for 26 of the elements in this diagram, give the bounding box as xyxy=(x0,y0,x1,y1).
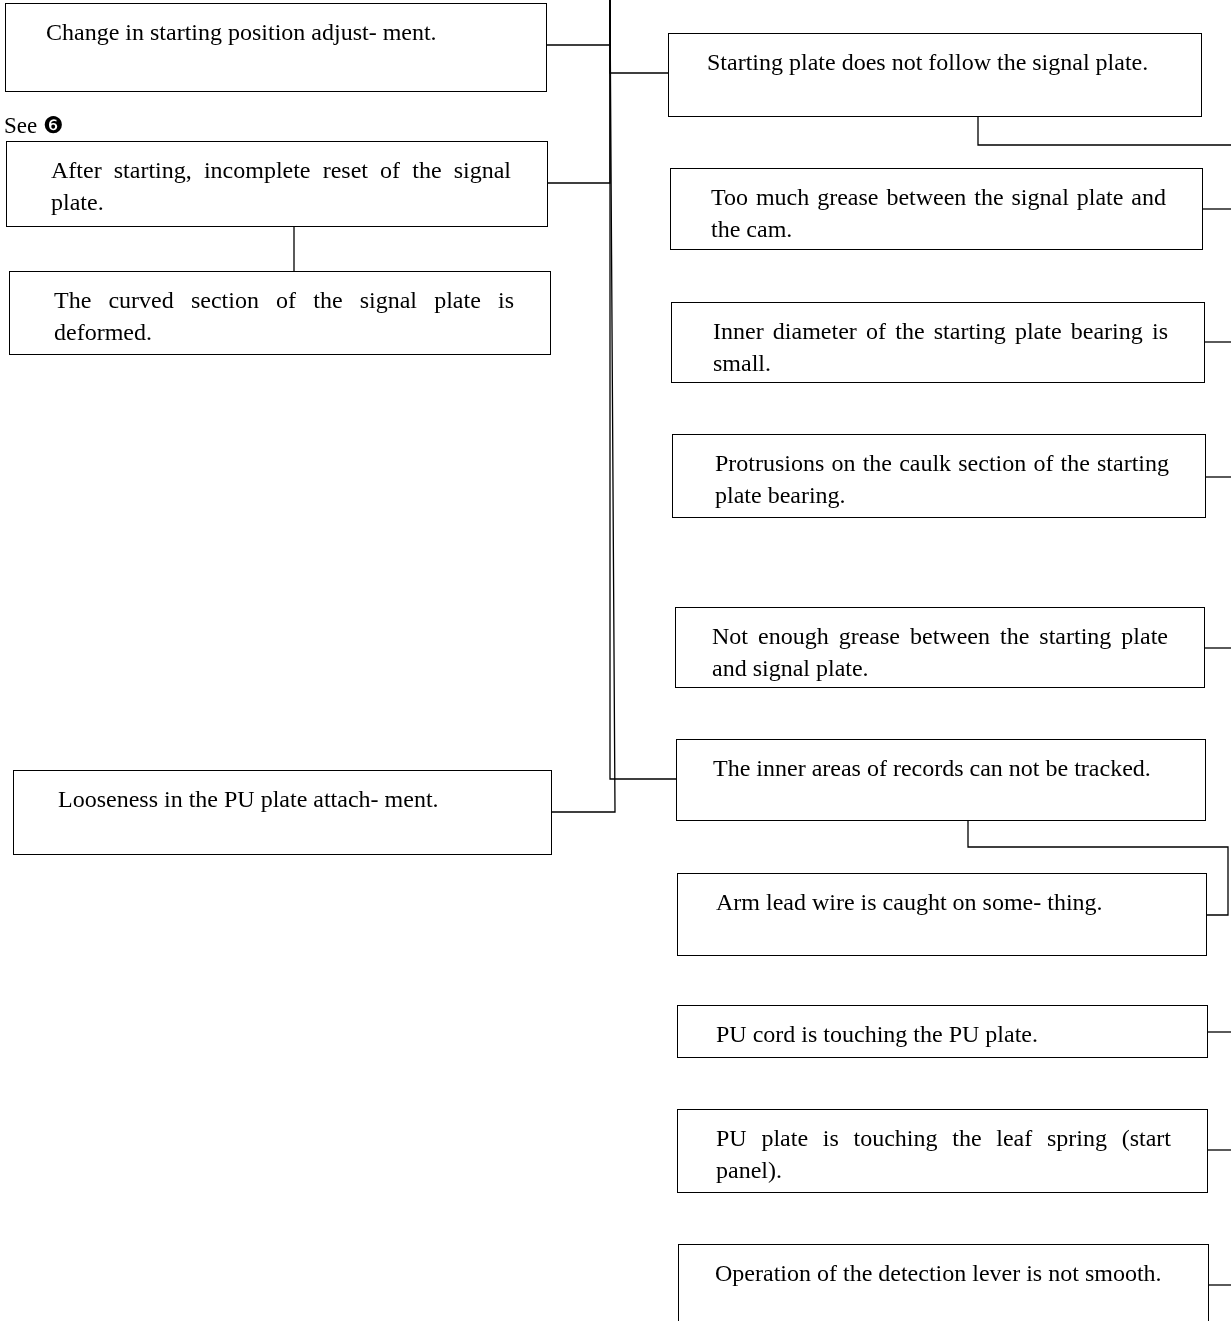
cause-box: PU cord is touching the PU plate. xyxy=(677,1005,1208,1058)
cause-box: PU plate is touching the leaf spring (start panel). xyxy=(677,1109,1208,1193)
connector-line xyxy=(1204,647,1231,649)
connector-line xyxy=(1204,341,1231,343)
connector-line xyxy=(293,226,295,272)
cause-box: Too much grease between the signal plate and the cam. xyxy=(670,168,1203,250)
cause-box: Change in starting position adjust- ment. xyxy=(5,3,547,92)
connector-line xyxy=(977,116,1231,146)
cause-box: After starting, incomplete reset of the signal plate. xyxy=(6,141,548,227)
cause-box: Arm lead wire is caught on some- thing. xyxy=(677,873,1207,956)
connector-line xyxy=(1207,1031,1231,1033)
cause-box: Looseness in the PU plate attach- ment. xyxy=(13,770,552,855)
connector-line xyxy=(609,0,677,780)
cause-box: Protrusions on the caulk section of the starting plate bearing. xyxy=(672,434,1206,518)
connector-line xyxy=(967,820,1229,916)
cause-box: Inner diameter of the starting plate bearing is small. xyxy=(671,302,1205,383)
cause-box: Not enough grease between the starting plate and signal plate. xyxy=(675,607,1205,688)
cause-box: Starting plate does not follow the signal plate. xyxy=(668,33,1202,117)
connector-line xyxy=(1208,1284,1231,1286)
connector-line xyxy=(1207,1149,1231,1151)
see-note: See ❻ xyxy=(4,112,64,140)
cause-box: The inner areas of records can not be tracked. xyxy=(676,739,1206,821)
cause-box: Operation of the detection lever is not smooth. xyxy=(678,1244,1209,1321)
connector-line xyxy=(1205,476,1231,478)
cause-box: The curved section of the signal plate is deformed. xyxy=(9,271,551,355)
connector-line xyxy=(1202,208,1231,210)
